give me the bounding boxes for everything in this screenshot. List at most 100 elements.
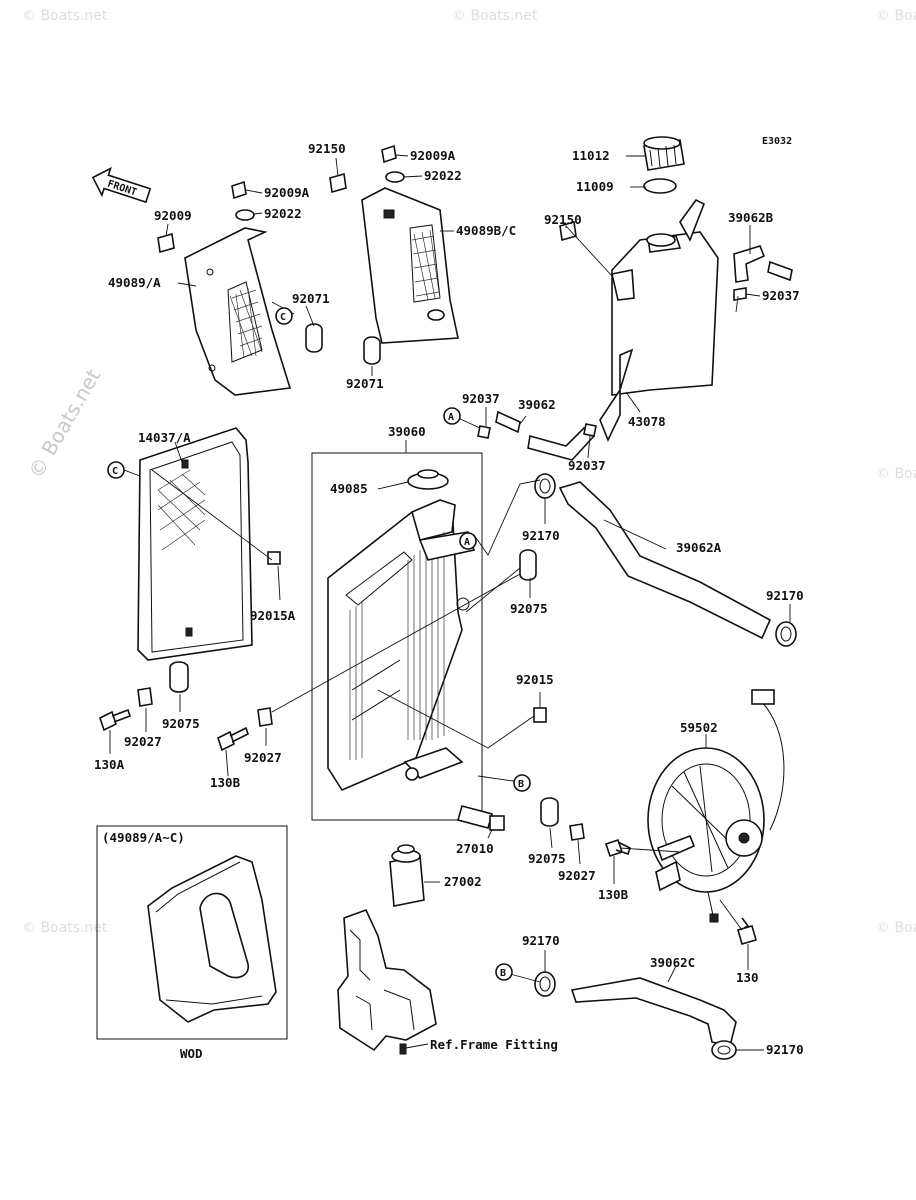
fan-59502 (647, 689, 785, 923)
grommet-92075-b (169, 661, 189, 693)
bolt-130 (737, 917, 757, 945)
clamp-92170-c (534, 971, 556, 997)
part-labels: 92150 92009A 92022 92009 49089/A 92071 9… (94, 141, 804, 1057)
bolt-130b-b (604, 838, 631, 858)
label-92015: 92015 (516, 672, 554, 687)
label-92027-b: 92027 (244, 750, 282, 765)
collar-92027-b (257, 707, 273, 727)
inset-caption: WOD (180, 1046, 203, 1061)
label-92009a-a: 92009A (264, 185, 310, 200)
diagram-code: E3032 (762, 136, 792, 147)
label-92170-d: 92170 (766, 1042, 804, 1057)
seal-11009 (643, 178, 677, 194)
label-92009a-b: 92009A (410, 148, 456, 163)
label-130b-a: 130B (210, 775, 241, 790)
label-92027-a: 92027 (124, 734, 162, 749)
label-27002: 27002 (444, 874, 482, 889)
grommet-92071-b (363, 336, 381, 365)
clip-92037-c (733, 287, 747, 301)
label-11012: 11012 (572, 148, 610, 163)
label-43078: 43078 (628, 414, 666, 429)
label-11009: 11009 (576, 179, 614, 194)
label-92037-b: 92037 (462, 391, 500, 406)
leader-lines (109, 154, 791, 1051)
front-arrow-icon: FRONT (91, 166, 152, 204)
clamp-92170-a (534, 473, 556, 499)
shroud-49089bc (361, 187, 459, 344)
label-39062a: 39062A (676, 540, 722, 555)
label-39062c: 39062C (650, 955, 695, 970)
grommet-92075-c (540, 797, 559, 827)
collar-92027-c (569, 823, 585, 841)
label-92009: 92009 (154, 208, 192, 223)
label-92071-b: 92071 (346, 376, 384, 391)
label-14037a: 14037/A (138, 430, 191, 445)
label-49089bc: 49089B/C (456, 223, 516, 238)
watermark-low-left: © Boats.net (22, 920, 108, 936)
small-hardware (99, 144, 757, 945)
radiator-cap-49085 (407, 469, 449, 490)
label-92170-b: 92170 (766, 588, 804, 603)
watermark-top-left: © Boats.net (22, 8, 108, 24)
label-130: 130 (736, 970, 759, 985)
bolt-92009 (157, 232, 175, 254)
label-39062b: 39062B (728, 210, 774, 225)
hose-39062b (733, 245, 793, 283)
bolt-92009a-b (381, 144, 397, 164)
washer-92022-b (385, 171, 405, 183)
callout-a-right-label: A (464, 537, 470, 548)
callout-c-shroud-label: C (280, 312, 286, 323)
inset-heading: (49089/A~C) (102, 830, 185, 845)
reservoir-tank-43078 (599, 198, 719, 442)
hose-39062a (558, 481, 772, 640)
watermark-top-mid: © Boats.net (452, 8, 538, 24)
label-92037-a: 92037 (762, 288, 800, 303)
label-92037-c: 92037 (568, 458, 606, 473)
callout-b-bottom-label: B (500, 968, 506, 979)
reservoir-cap-11012 (643, 136, 685, 171)
label-92075-c: 92075 (528, 851, 566, 866)
callout-a-top-label: A (448, 412, 454, 423)
bolt-92150-a (329, 172, 347, 194)
clip-92015 (533, 707, 547, 723)
label-92075-b: 92075 (162, 716, 200, 731)
thermo-switch-27010 (457, 805, 505, 831)
frame-bracket (337, 908, 437, 1055)
label-27010: 27010 (456, 841, 494, 856)
clamp-92170-d (711, 1040, 737, 1060)
callouts: A A B B C C (107, 307, 531, 981)
callout-b-right (513, 774, 531, 792)
watermark-top-right: © Boats.net (876, 8, 916, 24)
label-92022-b: 92022 (424, 168, 462, 183)
callout-c-guard-label: C (112, 466, 118, 477)
inset-wod: (49089/A~C) WOD (96, 825, 288, 1061)
hose-39062c (570, 977, 737, 1047)
label-92150-a: 92150 (308, 141, 346, 156)
label-92075-a: 92075 (510, 601, 548, 616)
bolt-92150-b (559, 220, 577, 242)
label-92170-c: 92170 (522, 933, 560, 948)
bolt-130b-a (217, 726, 249, 752)
grommet-92071-a (305, 323, 323, 353)
label-92027-c: 92027 (558, 868, 596, 883)
ref-frame-note: Ref.Frame Fitting (430, 1037, 558, 1052)
label-92015a: 92015A (250, 608, 296, 623)
clamp-92170-b (775, 621, 797, 647)
label-92022-a: 92022 (264, 206, 302, 221)
label-39062: 39062 (518, 397, 556, 412)
label-49089a: 49089/A (108, 275, 161, 290)
watermark-side: © Boats.net (24, 365, 106, 483)
bolt-92009a-a (231, 180, 247, 200)
callout-c-guard (107, 461, 125, 479)
radiator-group-frame (311, 452, 483, 821)
guard-14037a (137, 427, 281, 661)
label-130a: 130A (94, 757, 125, 772)
label-92170-a: 92170 (522, 528, 560, 543)
bolt-130a (99, 708, 132, 732)
watermark-mid-right: © Boats.net (876, 466, 916, 482)
label-49085: 49085 (330, 481, 368, 496)
label-92150-b: 92150 (544, 212, 582, 227)
label-92071-a: 92071 (292, 291, 330, 306)
callout-b-bottom (495, 963, 513, 981)
